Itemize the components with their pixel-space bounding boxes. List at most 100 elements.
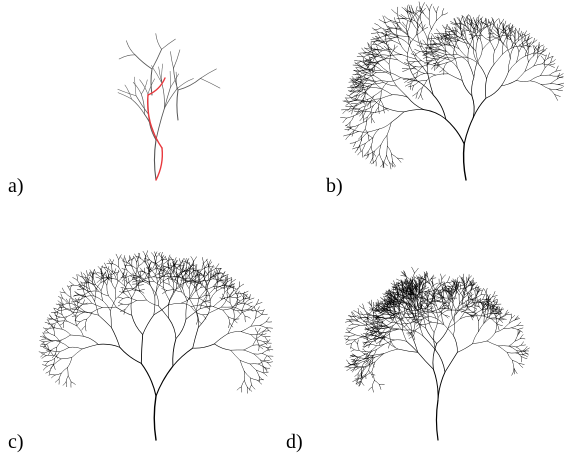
tree-branch [259,346,263,349]
tree-branch [69,303,70,310]
tree-branch [127,280,132,284]
tree-branch [354,350,359,351]
tree-branch [433,369,438,400]
tree-branch [125,280,129,283]
tree-branch [365,121,366,129]
tree-branch [368,146,371,152]
tree-branch [500,315,506,318]
tree-branch [164,89,176,108]
tree-branch [512,315,515,318]
tree-branch [504,21,506,26]
tree-branch [503,37,506,44]
tree-branch [437,296,440,298]
tree-branch [363,110,366,117]
tree-branch [379,122,391,129]
tree-branch [350,357,354,358]
tree-branch [363,321,369,322]
tree-branch [216,269,218,274]
tree-branch [204,264,207,269]
tree-branch [498,309,504,310]
tree-branch [170,52,173,69]
tree-branch [355,368,359,370]
tree-branch [40,346,45,347]
tree-branch [519,41,524,46]
tree-branch [425,73,436,75]
tree-branch [358,308,359,313]
tree-branch [518,328,523,330]
tree-branch [352,76,357,80]
tree-branch [489,32,490,41]
tree-branch [375,23,382,27]
tree-branch [461,16,463,22]
tree-branch [264,356,267,361]
tree-branch [376,102,387,109]
tree-branch [129,298,137,301]
tree-branch [262,350,267,353]
tree-branch [210,273,211,278]
tree-branch [225,299,230,303]
tree-branch [453,321,454,335]
tree-branch [379,385,381,390]
tree-branch [437,301,441,302]
tree-branch [206,285,207,296]
tree-branch [403,79,409,80]
tree-branch [550,79,557,84]
tree-branch [436,7,438,13]
tree-branch [170,289,177,301]
tree-branch [428,318,434,332]
tree-branch [408,21,411,31]
tree-branch [60,342,69,348]
tree-branch [502,44,503,54]
tree-branch [495,324,496,333]
tree-branch [487,341,498,346]
tree-branch [466,313,471,315]
tree-branch [504,328,512,329]
tree-branch [97,279,101,283]
panel-label-d: d) [286,432,303,452]
tree-branch [346,367,351,368]
tree-branch [423,40,426,45]
tree-branch [418,31,420,43]
tree-branch [456,29,457,34]
tree-branch [518,322,521,325]
tree-branch [432,34,436,39]
tree-branch [265,337,268,341]
tree-branch [360,145,362,151]
tree-branch [412,321,415,336]
tree-branch [70,290,71,297]
tree-branch [261,345,267,347]
tree-branch [152,49,162,69]
tree-branch [61,358,72,359]
tree-branch [372,387,373,392]
tree-branch [429,20,431,30]
tree-branch [437,328,449,344]
tree-branch [257,332,258,338]
tree-branch [226,278,231,281]
tree-branch [241,332,251,335]
tree-branch [372,380,374,387]
tree-branch [179,259,181,264]
tree-branch [248,304,253,307]
tree-branch [378,100,380,107]
tree-branch [85,326,86,331]
tree-branch [43,333,46,338]
tree-branch [343,118,347,123]
tree-branch [83,336,98,344]
tree-branch [200,307,213,309]
tree-branch [200,78,220,88]
tree-branch [421,94,423,100]
tree-branch [139,289,144,290]
tree-branch [533,40,537,43]
tree-branch [436,29,440,34]
tree-branch [516,71,525,80]
tree-branch [176,319,186,339]
tree-branch [472,96,474,118]
tree-branch [436,350,445,372]
tree-branch [124,293,129,298]
tree-branch [453,303,456,310]
tree-branch [434,317,438,332]
tree-branch [516,353,523,355]
tree-branch [381,135,387,145]
tree-branch [357,56,363,57]
tree-branch [474,303,481,304]
